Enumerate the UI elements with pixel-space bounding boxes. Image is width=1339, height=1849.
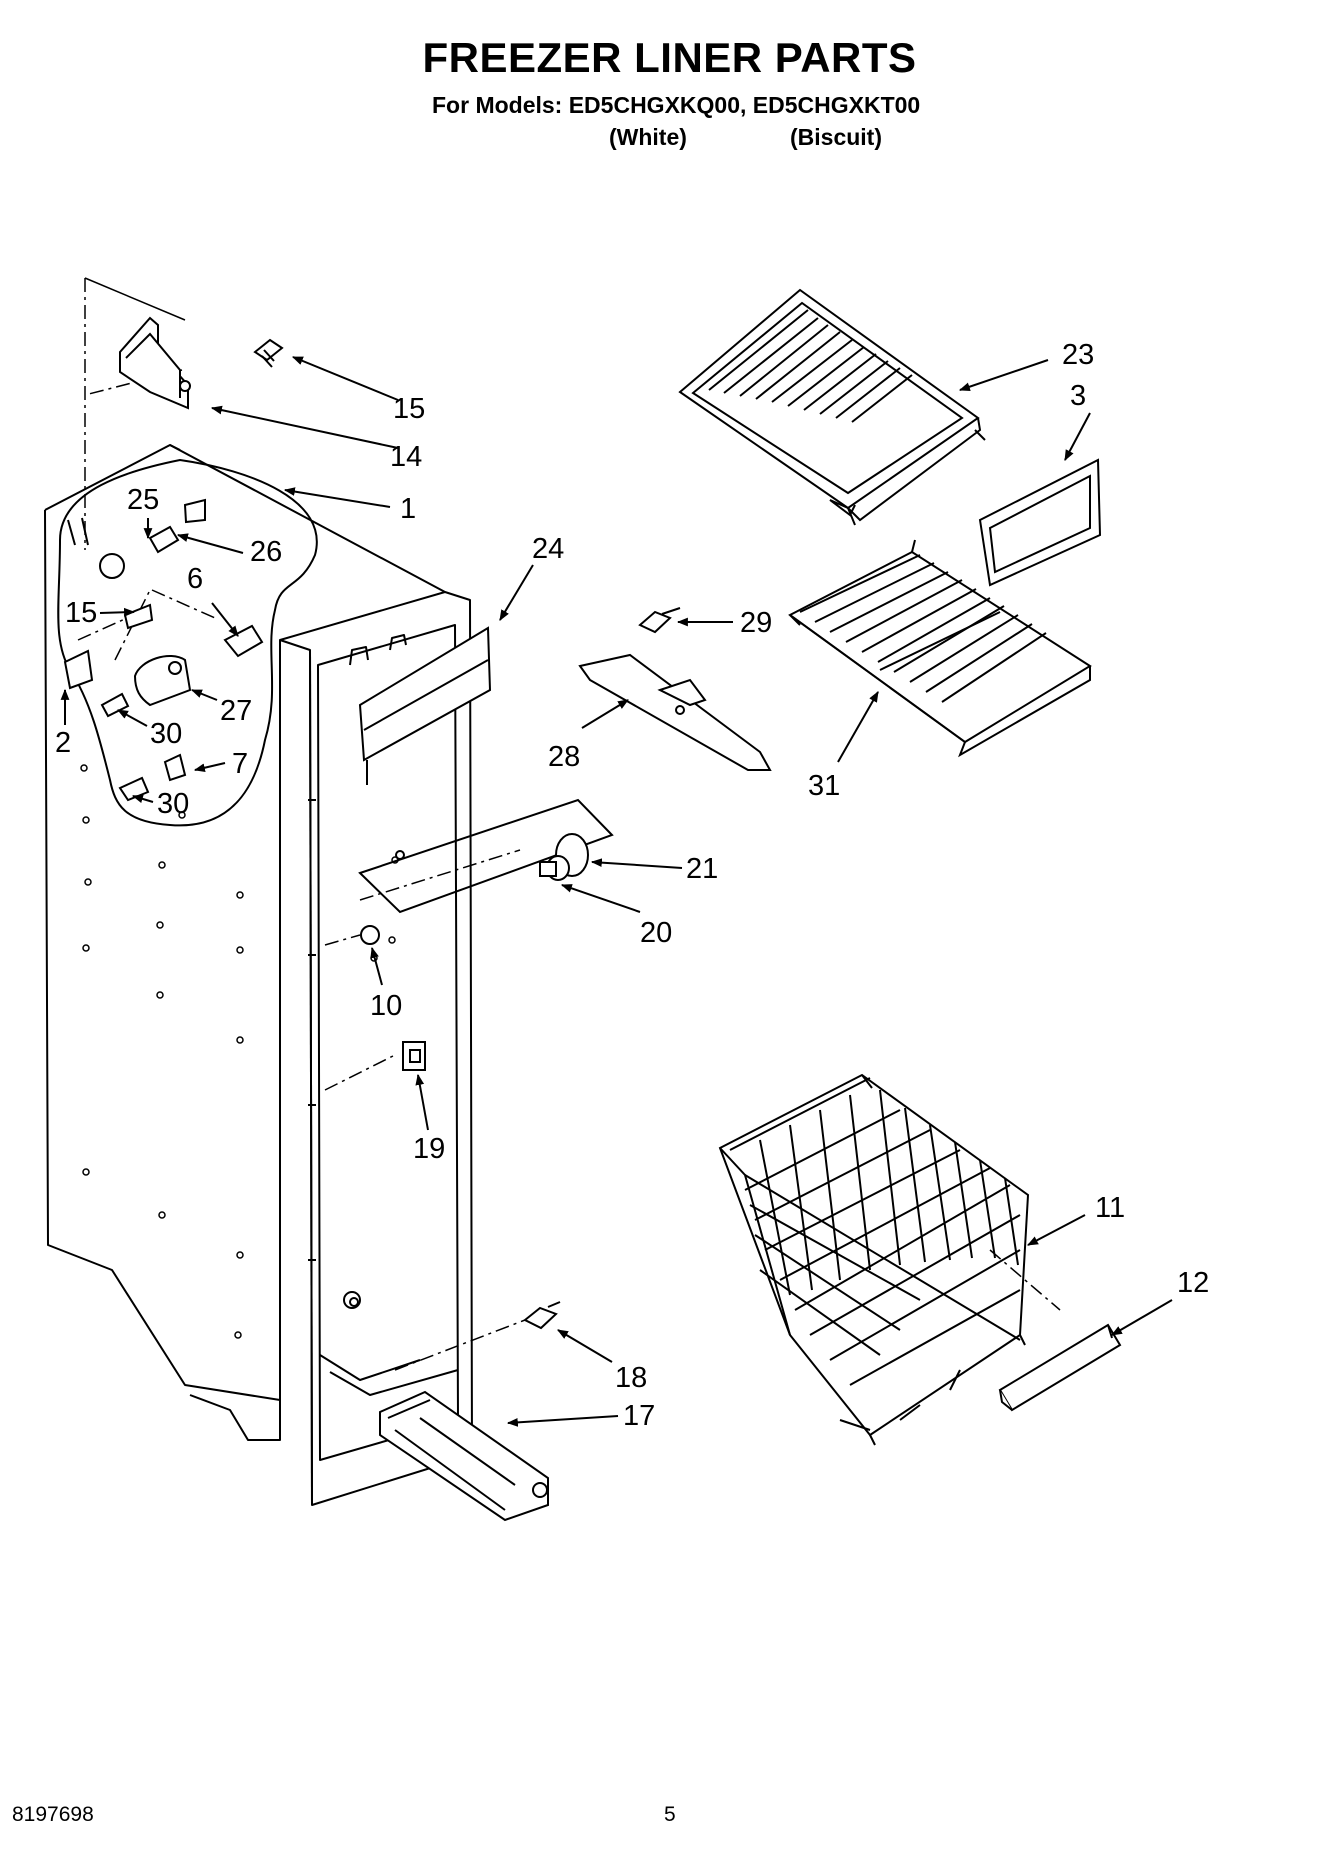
callout-label: 26 <box>250 536 282 568</box>
switch-part-19 <box>403 1042 425 1070</box>
callout-label: 23 <box>1062 339 1094 371</box>
document-number: 8197698 <box>12 1803 94 1826</box>
callout-label: 14 <box>390 441 422 473</box>
callout-label: 11 <box>1095 1192 1125 1224</box>
grille-part <box>380 1392 548 1520</box>
screw-part-18 <box>525 1302 560 1328</box>
callout-label: 30 <box>157 788 189 820</box>
variant-white-label: (White) <box>609 124 687 150</box>
callout-label: 30 <box>150 718 182 750</box>
page-number: 5 <box>664 1803 676 1826</box>
models-line: For Models: ED5CHGXKQ00, ED5CHGXKT00 <box>432 92 921 118</box>
callout-label: 28 <box>548 741 580 773</box>
callout-label: 10 <box>370 990 402 1022</box>
callout-label: 31 <box>808 770 840 802</box>
freezer-liner-drawing <box>45 445 472 1505</box>
trim-strip-part <box>360 628 490 785</box>
callout-arrows <box>60 357 1172 1427</box>
callout-label: 3 <box>1070 380 1086 412</box>
side-panel-holes <box>81 765 398 1338</box>
callout-label: 6 <box>187 563 203 595</box>
callout-label: 24 <box>532 533 564 565</box>
shelf-trim-part <box>980 460 1100 585</box>
liner-left-side <box>45 445 445 1440</box>
callout-label: 25 <box>127 484 159 516</box>
callout-label: 21 <box>686 853 718 885</box>
callout-label: 15 <box>393 393 425 425</box>
basket-trim-part <box>1000 1325 1120 1410</box>
callout-label: 17 <box>623 1400 655 1432</box>
wire-basket-part <box>720 1075 1028 1445</box>
liner-back-wall <box>318 625 458 1460</box>
screw-part-15-top <box>255 340 282 367</box>
callout-label: 2 <box>55 727 71 759</box>
callout-label: 29 <box>740 607 772 639</box>
frame-line <box>85 278 185 320</box>
variant-biscuit-label: (Biscuit) <box>790 124 882 150</box>
callout-labels: 15 14 1 25 26 6 15 2 27 30 7 30 24 23 3 … <box>55 339 1209 1432</box>
wire-shelf-part <box>790 540 1090 755</box>
control-housing-parts <box>65 500 262 800</box>
glass-shelf-part <box>680 290 985 525</box>
callout-label: 15 <box>65 597 97 629</box>
shelf-support-part <box>580 655 770 770</box>
hinge-bracket-part <box>120 318 190 408</box>
callout-label: 12 <box>1177 1267 1209 1299</box>
callout-label: 1 <box>400 493 416 525</box>
cutaway-bubble <box>58 460 317 825</box>
label-plate-part <box>360 800 612 912</box>
knob-part <box>540 834 588 880</box>
assembly-leader-lines <box>78 278 1060 1370</box>
liner-top-edge <box>170 445 180 450</box>
callout-label: 7 <box>232 748 248 780</box>
callout-label: 27 <box>220 695 252 727</box>
callout-label: 18 <box>615 1362 647 1394</box>
callout-label: 20 <box>640 917 672 949</box>
page-title: FREEZER LINER PARTS <box>422 34 917 81</box>
fastener-part-10 <box>361 926 379 944</box>
screw-part-29 <box>640 608 680 632</box>
callout-label: 19 <box>413 1133 445 1165</box>
